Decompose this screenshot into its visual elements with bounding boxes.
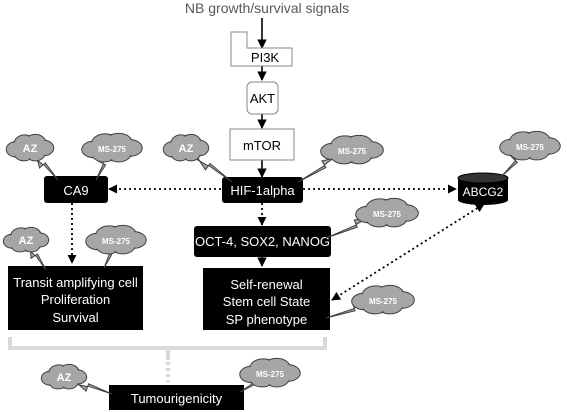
- ca9-label: CA9: [63, 183, 88, 198]
- ms275-cloud: MS-275: [81, 132, 143, 163]
- az-label: AZ: [179, 143, 194, 155]
- dotted-arrows: [67, 184, 485, 301]
- abcg2-label: ABCG2: [463, 185, 504, 199]
- ms275-label: MS-275: [256, 370, 285, 379]
- ms275-label: MS-275: [373, 210, 402, 219]
- akt-label: AKT: [250, 91, 275, 106]
- pi3k-node: PI3K: [230, 31, 293, 67]
- tumourigenicity-node: Tumourigenicity: [109, 385, 244, 410]
- ms275-cloud: MS-275: [320, 134, 384, 165]
- self-line-2: Stem cell State: [223, 294, 310, 309]
- ms275-cloud: MS-275: [239, 357, 301, 388]
- az-cloud: AZ: [40, 363, 88, 390]
- az-cloud: AZ: [5, 133, 55, 162]
- self-line-1: Self-renewal: [230, 277, 302, 292]
- az-cloud: AZ: [162, 133, 210, 162]
- az-label: AZ: [23, 143, 38, 155]
- oct-node: OCT-4, SOX2, NANOG: [194, 226, 331, 257]
- ca9-node: CA9: [44, 176, 108, 203]
- ms275-label: MS-275: [369, 297, 398, 306]
- ms275-label: MS-275: [102, 237, 131, 246]
- self-line-3: SP phenotype: [226, 312, 307, 327]
- az-label: AZ: [57, 372, 72, 384]
- tumourigenicity-label: Tumourigenicity: [131, 391, 223, 406]
- ms275-label: MS-275: [516, 143, 545, 152]
- input-signal-label: NB growth/survival signals: [185, 0, 349, 16]
- mtor-label: mTOR: [243, 138, 281, 153]
- az-cloud: AZ: [2, 226, 50, 253]
- ms275-cloud: MS-275: [355, 197, 419, 228]
- oct-label: OCT-4, SOX2, NANOG: [195, 234, 330, 249]
- pi3k-label: PI3K: [251, 50, 280, 65]
- ms275-label: MS-275: [338, 147, 367, 156]
- tac-line-2: Proliferation: [41, 292, 110, 307]
- az-label: AZ: [19, 235, 34, 247]
- ms275-label: MS-275: [98, 145, 127, 154]
- abcg2-node: ABCG2: [457, 172, 509, 205]
- mtor-node: mTOR: [229, 128, 295, 161]
- hif-label: HIF-1alpha: [230, 183, 295, 198]
- akt-node: AKT: [246, 81, 279, 115]
- ms275-cloud: MS-275: [85, 224, 147, 255]
- merge-brace: [8, 337, 327, 382]
- tac-line-1: Transit amplifying cell: [13, 275, 138, 290]
- hif-node: HIF-1alpha: [222, 177, 303, 203]
- ms275-cloud: MS-275: [351, 284, 415, 315]
- self-renewal-node: Self-renewal Stem cell State SP phenotyp…: [203, 268, 330, 330]
- ms275-cloud: MS-275: [499, 130, 561, 161]
- transit-amplifying-node: Transit amplifying cell Proliferation Su…: [8, 266, 143, 330]
- tac-line-3: Survival: [52, 310, 98, 325]
